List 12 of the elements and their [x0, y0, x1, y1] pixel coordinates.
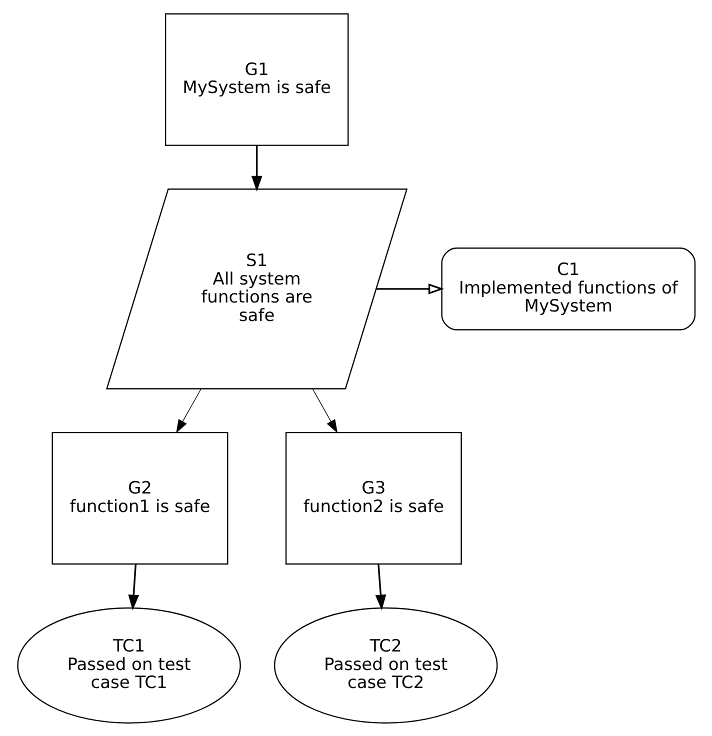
arrow: [374, 564, 386, 610]
arrow: [176, 388, 202, 433]
node-box: G1 MySystem is safe: [164, 12, 348, 146]
node-ellipse: TC1 Passed on test case TC1: [16, 606, 240, 724]
node-box: G3 function2 is safe: [284, 431, 462, 564]
arrow: [376, 282, 444, 294]
node-box: G2 function1 is safe: [51, 431, 228, 564]
arrow: [128, 564, 139, 610]
arrow: [312, 388, 338, 433]
arrow: [250, 145, 262, 192]
node-box: C1 Implemented functions of MySystem: [440, 247, 696, 330]
node-ellipse: TC2 Passed on test case TC2: [273, 606, 498, 724]
